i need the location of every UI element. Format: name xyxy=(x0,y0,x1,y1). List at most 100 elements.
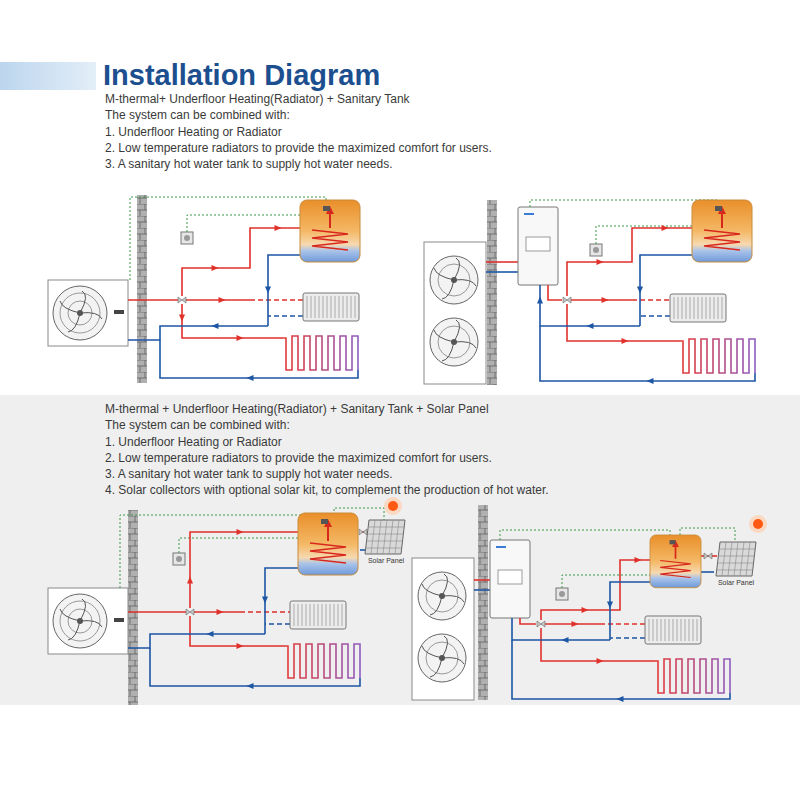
system-diagram-part xyxy=(128,299,178,301)
system-diagram-part xyxy=(303,293,359,321)
system-diagram-part xyxy=(207,631,214,637)
system-diagram-part xyxy=(298,513,358,575)
section-band: M-thermal + Underfloor Heating(Radiator)… xyxy=(0,395,800,705)
system-diagram-part xyxy=(128,510,138,705)
system-diagram-part xyxy=(128,611,186,613)
system-diagram-part xyxy=(632,299,670,301)
system-diagram-part xyxy=(120,515,322,588)
system-diagram-part xyxy=(474,589,490,591)
system-diagram xyxy=(412,505,767,702)
system-diagram-part xyxy=(474,579,490,581)
title-block: Installation Diagram xyxy=(103,58,380,92)
intro-block: M-thermal+ Underfloor Heating(Radiator) … xyxy=(105,91,492,172)
system-diagram-part xyxy=(635,557,642,563)
system-diagram-part xyxy=(179,538,300,553)
list-item: 4. Solar collectors with optional solar … xyxy=(105,482,549,498)
system-diagram-part xyxy=(190,532,300,608)
section-heading: M-thermal + Underfloor Heating(Radiator)… xyxy=(105,401,549,417)
list-item: 3. A sanitary hot water tank to supply h… xyxy=(105,466,549,482)
system-diagram-part xyxy=(265,287,271,294)
system-diagram-part xyxy=(701,571,714,573)
system-diagram-part xyxy=(384,497,402,515)
system-diagram-part xyxy=(749,515,767,533)
system-diagram-part xyxy=(567,228,692,296)
system-diagram xyxy=(424,200,755,385)
system-diagram-part xyxy=(500,530,670,540)
system-diagram-part xyxy=(487,200,497,385)
system-diagram-part xyxy=(424,242,486,384)
system-diagram-part xyxy=(212,265,219,271)
system-diagram-part xyxy=(587,323,594,329)
system-diagram-part xyxy=(540,326,755,381)
system-diagram-part xyxy=(128,634,265,648)
system-diagram-part xyxy=(237,529,244,535)
list-item: 2. Low temperature radiators to provide … xyxy=(105,450,549,466)
system-diagram-part xyxy=(572,621,579,627)
system-diagram-part xyxy=(247,375,254,381)
list-item: 2. Low temperature radiators to provide … xyxy=(105,140,492,156)
system-diagram-part xyxy=(212,323,219,329)
system-diagram-part xyxy=(486,261,518,263)
system-diagram-part xyxy=(512,640,730,699)
system-diagram-part xyxy=(563,297,571,303)
system-diagram-part xyxy=(178,297,186,303)
system-diagram-part xyxy=(365,520,405,554)
system-diagram-part xyxy=(607,602,613,609)
system-diagram-part xyxy=(537,621,545,627)
system-diagram-part xyxy=(537,297,543,304)
system-diagram-part xyxy=(602,297,609,303)
system-diagram-part xyxy=(640,315,670,317)
system-diagram-part xyxy=(597,259,604,265)
system-diagram-part xyxy=(680,339,755,373)
system-diagram-part xyxy=(412,558,474,700)
system-diagram xyxy=(48,497,405,705)
system-diagram-part xyxy=(181,232,193,244)
system-diagram-part xyxy=(275,225,282,231)
system-diagram-part xyxy=(187,215,300,232)
solar-panel: Solar Panel xyxy=(712,540,760,588)
system-diagram-part xyxy=(186,609,194,615)
page-title: Installation Diagram xyxy=(103,58,380,92)
body-text: The system can be combined with: xyxy=(105,107,492,123)
system-diagram-part xyxy=(610,637,645,639)
system-diagram-part xyxy=(268,315,303,317)
system-diagram-part xyxy=(283,336,358,370)
system-diagram-part xyxy=(137,195,147,383)
system-diagram-part xyxy=(512,618,610,640)
system-diagram-part xyxy=(670,294,726,322)
system-diagram-part xyxy=(486,271,518,273)
system-diagram xyxy=(48,195,360,383)
system-diagram-part xyxy=(290,601,346,629)
system-diagram-part xyxy=(219,297,226,303)
system-diagram-part xyxy=(300,200,360,262)
system-diagram-part xyxy=(567,304,680,341)
system-diagram-part xyxy=(48,588,128,654)
list-item: 1. Underfloor Heating or Radiator xyxy=(105,434,549,450)
system-diagram-part xyxy=(128,326,268,340)
system-diagram-part xyxy=(590,244,602,256)
system-diagram-part xyxy=(186,299,250,301)
system-diagram-part xyxy=(716,542,756,576)
system-diagram-part xyxy=(662,225,669,231)
system-diagram-part xyxy=(262,597,268,604)
system-diagram-part xyxy=(692,200,752,262)
band-text: M-thermal + Underfloor Heating(Radiator)… xyxy=(105,401,549,499)
system-diagram-part xyxy=(217,609,224,615)
system-diagram-part xyxy=(541,628,655,661)
system-diagram-part xyxy=(645,616,701,644)
list-item: 3. A sanitary hot water tank to supply h… xyxy=(105,156,492,172)
section-heading: M-thermal+ Underfloor Heating(Radiator) … xyxy=(105,91,492,107)
panel-label: Solar Panel xyxy=(362,556,410,565)
system-diagram-part xyxy=(647,378,654,384)
system-diagram-part xyxy=(187,577,193,584)
system-diagram-part xyxy=(530,200,718,207)
system-diagram-part xyxy=(265,623,290,625)
system-diagram-part xyxy=(173,553,185,565)
system-diagram-part xyxy=(597,658,604,664)
title-bar xyxy=(0,62,96,90)
system-diagram-part xyxy=(359,529,367,535)
system-diagram-part xyxy=(556,588,568,600)
system-diagram-part xyxy=(520,618,536,624)
system-diagram-part xyxy=(650,535,701,588)
system-diagram-part xyxy=(704,553,712,559)
